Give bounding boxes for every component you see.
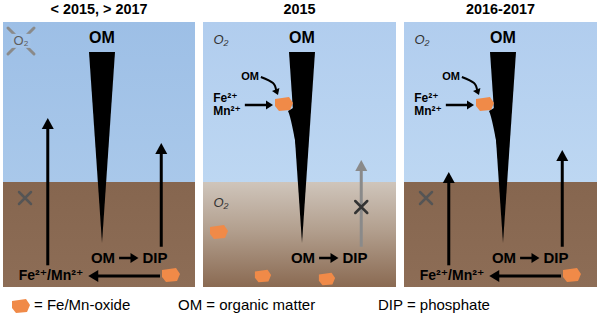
flux-arrow xyxy=(520,257,533,260)
flux-arrow xyxy=(446,104,469,107)
abbreviation-note: OM = organic matter xyxy=(178,297,315,314)
legend-text: = Fe/Mn-oxide xyxy=(34,297,130,314)
process-label: DIP xyxy=(543,250,568,267)
flux-arrow xyxy=(497,275,561,278)
arrow-head xyxy=(531,253,539,263)
process-label: OM xyxy=(241,70,259,82)
flux-arrow xyxy=(261,77,276,91)
blocked-cross xyxy=(420,192,432,204)
process-label: OM xyxy=(91,250,115,267)
process-label: Fe²⁺ Mn²⁺ xyxy=(414,92,442,118)
arrow-head xyxy=(88,270,98,282)
panel-heading: 2015 xyxy=(203,2,396,18)
organic-matter-flux xyxy=(289,52,315,243)
arrow-head xyxy=(272,88,279,95)
fe-mn-oxide xyxy=(275,97,293,111)
process-label: OM xyxy=(289,29,315,47)
water-column: O₂ OM xyxy=(3,22,195,182)
scenario-panel: 2015O₂OMOMFe²⁺ Mn²⁺O₂OMDIP xyxy=(203,0,396,287)
flux-arrow xyxy=(462,77,477,91)
fe-mn-oxide xyxy=(476,97,494,111)
sediment-layer: O₂ OM DIP xyxy=(203,182,396,287)
sediment-layer: OM DIP Fe²⁺/Mn²⁺ xyxy=(3,182,195,287)
process-label: DIP xyxy=(342,250,367,267)
flux-arrow xyxy=(119,257,132,260)
process-label: OM xyxy=(492,250,516,267)
flux-arrow xyxy=(160,152,163,247)
fe-mn-oxide xyxy=(162,268,180,282)
scenario-panel: < 2015, > 2017O₂ OM OM DIP Fe²⁺/Mn²⁺ xyxy=(3,0,195,287)
arrow-head xyxy=(489,270,499,282)
process-label: O₂ xyxy=(11,34,30,48)
scenario-panel: 2016-2017O₂OMOMFe²⁺ Mn²⁺OMDIPFe²⁺/Mn²⁺ xyxy=(404,0,597,287)
fe-mn-oxide xyxy=(255,270,271,283)
organic-matter-flux xyxy=(490,52,516,243)
sediment-layer: OM DIP Fe²⁺/Mn²⁺ xyxy=(404,182,597,287)
process-label: OM xyxy=(442,70,460,82)
water-column: O₂OMOMFe²⁺ Mn²⁺ xyxy=(203,22,396,182)
arrow-head xyxy=(155,143,167,154)
process-label: Fe²⁺/Mn²⁺ xyxy=(420,268,485,283)
arrow-head xyxy=(355,160,367,171)
abbreviation-note: DIP = phosphate xyxy=(378,297,490,314)
organic-matter-flux xyxy=(89,52,115,243)
panel-heading: < 2015, > 2017 xyxy=(3,2,195,18)
process-label: OM xyxy=(89,29,115,47)
flux-arrow xyxy=(561,159,564,247)
process-label: O₂ xyxy=(213,33,228,47)
arrow-head xyxy=(42,118,54,129)
fe-mn-oxide xyxy=(563,268,581,282)
legend: = Fe/Mn-oxide OM = organic matter DIP = ph… xyxy=(0,294,600,322)
process-label: DIP xyxy=(142,250,167,267)
arrow-head xyxy=(556,150,568,161)
process-label: O₂ xyxy=(213,196,228,210)
blocked-cross xyxy=(355,201,367,213)
arrow-head xyxy=(330,253,338,263)
process-label: Fe²⁺/Mn²⁺ xyxy=(19,268,84,283)
organic-matter-branch xyxy=(288,108,307,150)
arrow-head xyxy=(130,253,138,263)
water-column: O₂OMOMFe²⁺ Mn²⁺ xyxy=(404,22,597,182)
blocked-cross xyxy=(19,192,31,204)
arrow-head xyxy=(266,101,273,110)
fe-mn-oxide xyxy=(319,273,335,286)
flux-arrow xyxy=(46,127,49,266)
panel-heading: 2016-2017 xyxy=(404,2,597,18)
process-label: OM xyxy=(291,250,315,267)
process-label: O₂ xyxy=(414,33,429,47)
flux-arrow xyxy=(96,275,160,278)
flux-arrow xyxy=(319,257,332,260)
arrow-head xyxy=(473,88,480,95)
oxide-swatch xyxy=(12,299,30,313)
process-label: OM xyxy=(490,29,516,47)
fe-mn-oxide xyxy=(210,225,228,239)
organic-matter-branch xyxy=(489,108,508,150)
flux-arrow xyxy=(447,181,450,266)
blocked-cross xyxy=(8,28,34,54)
arrow-head xyxy=(443,172,455,183)
legend-swatch xyxy=(10,297,32,315)
arrow-head xyxy=(467,101,474,110)
process-label: Fe²⁺ Mn²⁺ xyxy=(213,92,241,118)
flux-arrow xyxy=(245,104,268,107)
